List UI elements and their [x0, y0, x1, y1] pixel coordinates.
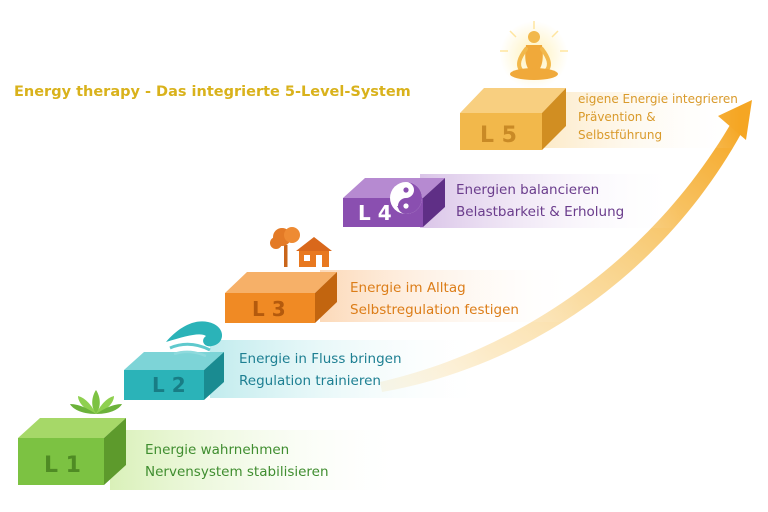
level-4-text: Energien balancieren Belastbarkeit & Erh… [456, 179, 624, 223]
tree-house-icon [270, 227, 332, 267]
level-1-line-2: Nervensystem stabilisieren [145, 464, 329, 480]
level-2-line-1: Energie in Fluss bringen [239, 351, 402, 367]
wave-icon [166, 321, 223, 358]
level-5-line-1: eigene Energie integrieren [578, 92, 738, 106]
level-1-band [110, 430, 410, 490]
level-5-line-3: Selbstführung [578, 128, 663, 142]
step-level-5: L 5 [460, 88, 566, 150]
level-3-text: Energie im Alltag Selbstregulation festi… [350, 277, 519, 321]
step-label: L 2 [152, 373, 186, 397]
yin-yang-icon [390, 182, 422, 214]
level-4-line-2: Belastbarkeit & Erholung [456, 204, 625, 220]
level-3-line-1: Energie im Alltag [350, 280, 466, 296]
step-level-3: L 3 [225, 272, 337, 323]
diagram-title: Energy therapy - Das integrierte 5-Level… [14, 84, 411, 100]
lotus-icon [70, 390, 122, 414]
meditating-person-icon [500, 21, 568, 89]
level-5-line-2: Prävention & [578, 110, 656, 124]
level-5-text: eigene Energie integrieren Prävention & … [578, 90, 738, 144]
level-2-line-2: Regulation trainieren [239, 373, 381, 389]
level-4-band [420, 174, 680, 228]
step-level-1: L 1 [18, 418, 126, 485]
level-1-line-1: Energie wahrnehmen [145, 442, 290, 458]
step-label: L 5 [480, 123, 517, 148]
level-1-text: Energie wahrnehmen Nervensystem stabilis… [145, 439, 329, 483]
level-2-band [210, 340, 490, 398]
step-label: L 3 [252, 297, 286, 321]
step-level-2: L 2 [124, 352, 224, 400]
step-label: L 4 [358, 201, 392, 225]
level-3-band [320, 270, 580, 322]
level-3-line-2: Selbstregulation festigen [350, 302, 519, 318]
level-5-band [540, 92, 740, 148]
level-2-text: Energie in Fluss bringen Regulation trai… [239, 348, 402, 392]
step-label: L 1 [44, 453, 81, 478]
level-4-line-1: Energien balancieren [456, 182, 600, 198]
